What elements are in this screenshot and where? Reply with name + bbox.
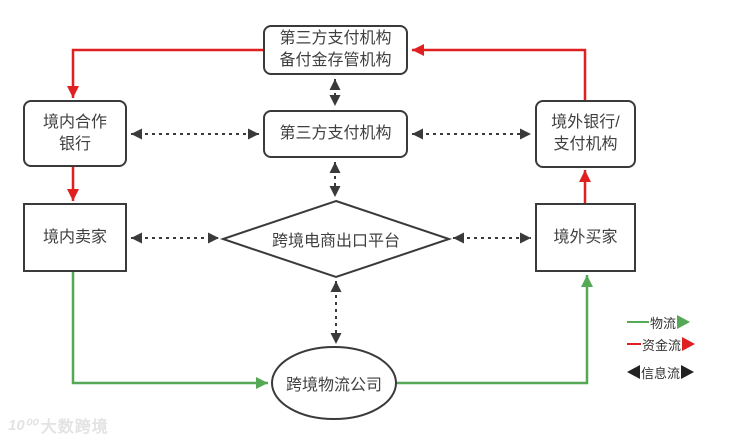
node-domestic-bank-line2: 银行 [58,135,91,153]
node-overseas-bank-line1: 境外银行/ [551,114,620,131]
legend-item-logistics: 物流 [627,313,695,331]
legend-information-label: 信息流 [641,365,681,381]
info-arrow-right-icon [681,365,695,379]
node-overseas-buyer: 境外买家 [535,203,636,272]
node-domestic-seller-label: 境内卖家 [42,228,107,246]
legend-item-capital: 资金流 [627,335,696,353]
legend-logistics-label: 物流 [650,315,677,331]
node-reserve-custodian-line2: 备付金存管机构 [279,52,392,69]
node-overseas-bank: 境外银行/ 支付机构 [535,100,636,168]
node-domestic-bank: 境内合作 银行 [23,100,127,167]
platform-diamond-shape [219,199,453,279]
node-logistics-company-label: 跨境物流公司 [285,377,383,394]
capital-flow-overseas-bank-to-custodian [412,44,587,100]
capital-line-icon [627,343,641,345]
capital-arrow-icon [682,337,696,351]
logistics-flow-logistics-to-buyer [396,275,593,385]
node-third-party-payment: 第三方支付机构 [263,110,408,158]
node-platform-label: 跨境电商出口平台 [271,233,401,250]
logistics-arrow-icon [677,315,691,329]
legend-capital-label: 资金流 [642,337,682,353]
node-reserve-custodian-line1: 第三方支付机构 [279,30,392,47]
logistics-line-icon [627,321,649,323]
node-overseas-buyer-label: 境外买家 [553,228,618,246]
logistics-flow-seller-to-logistics [71,272,268,389]
logistics-ellipse-shape [271,346,397,420]
node-overseas-bank-line2: 支付机构 [553,136,618,153]
watermark-brand: 大数跨境 [40,419,109,436]
capital-flow-custodian-to-domestic-bank [67,48,263,98]
legend-item-information: 信息流 [627,363,695,381]
info-arrow-left-icon [627,365,640,379]
node-domestic-seller: 境内卖家 [23,203,127,272]
watermark-logo-icon: 10⁰⁰ [8,417,37,434]
node-domestic-bank-line1: 境内合作 [42,113,107,131]
node-reserve-custodian: 第三方支付机构 备付金存管机构 [263,25,408,75]
legend: 物流 资金流 信息流 [627,313,696,381]
watermark: 10⁰⁰ 大数跨境 [8,413,109,437]
node-third-party-payment-label: 第三方支付机构 [279,125,392,142]
